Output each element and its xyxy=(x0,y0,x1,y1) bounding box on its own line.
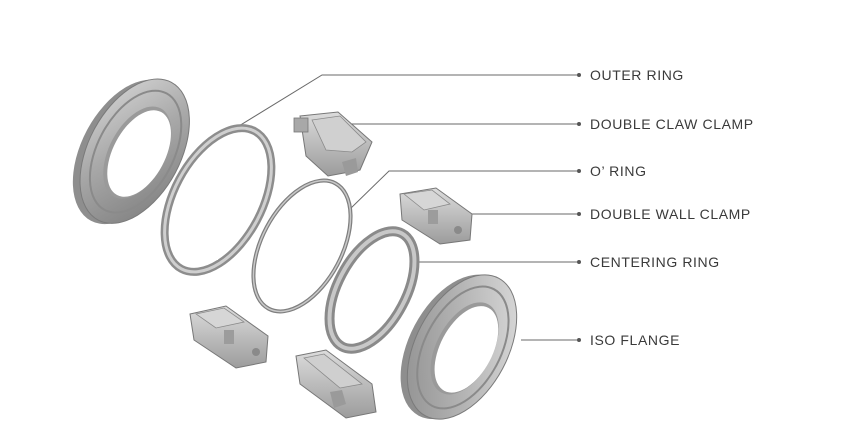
label-double-wall-clamp: DOUBLE WALL CLAMP xyxy=(590,206,751,222)
label-double-claw-clamp: DOUBLE CLAW CLAMP xyxy=(590,116,754,132)
label-centering-ring: CENTERING RING xyxy=(590,254,720,270)
label-iso-flange: ISO FLANGE xyxy=(590,332,681,348)
o-ring xyxy=(251,178,353,314)
left-iso-flange xyxy=(72,78,190,225)
double-claw-clamp-bottom xyxy=(295,349,377,419)
leader-outer-ring xyxy=(220,74,577,138)
double-wall-clamp-left xyxy=(189,305,269,369)
double-wall-clamp-right xyxy=(399,187,473,245)
double-claw-clamp-top xyxy=(293,111,373,177)
label-o-ring: O’ RING xyxy=(590,163,647,179)
leader-o-ring xyxy=(348,170,577,211)
centering-ring xyxy=(324,226,420,354)
label-outer-ring: OUTER RING xyxy=(590,67,684,83)
right-iso-flange xyxy=(400,274,518,420)
outer-ring xyxy=(160,124,276,276)
